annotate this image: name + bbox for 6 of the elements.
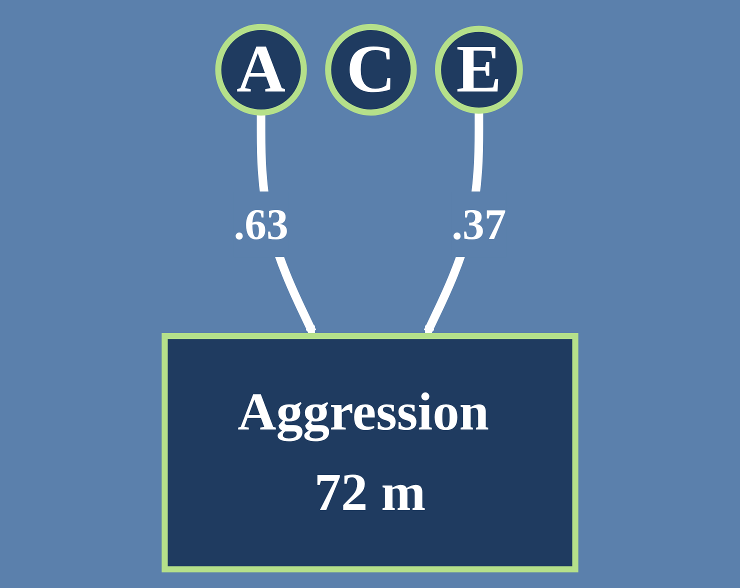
edge-label: .63 [234, 200, 288, 249]
node-circle: A [215, 24, 307, 116]
node-circle: C [325, 24, 417, 116]
node-circle: E [434, 26, 523, 114]
edge-label: .37 [452, 200, 506, 249]
node-box: Aggression 72 m [162, 333, 578, 572]
